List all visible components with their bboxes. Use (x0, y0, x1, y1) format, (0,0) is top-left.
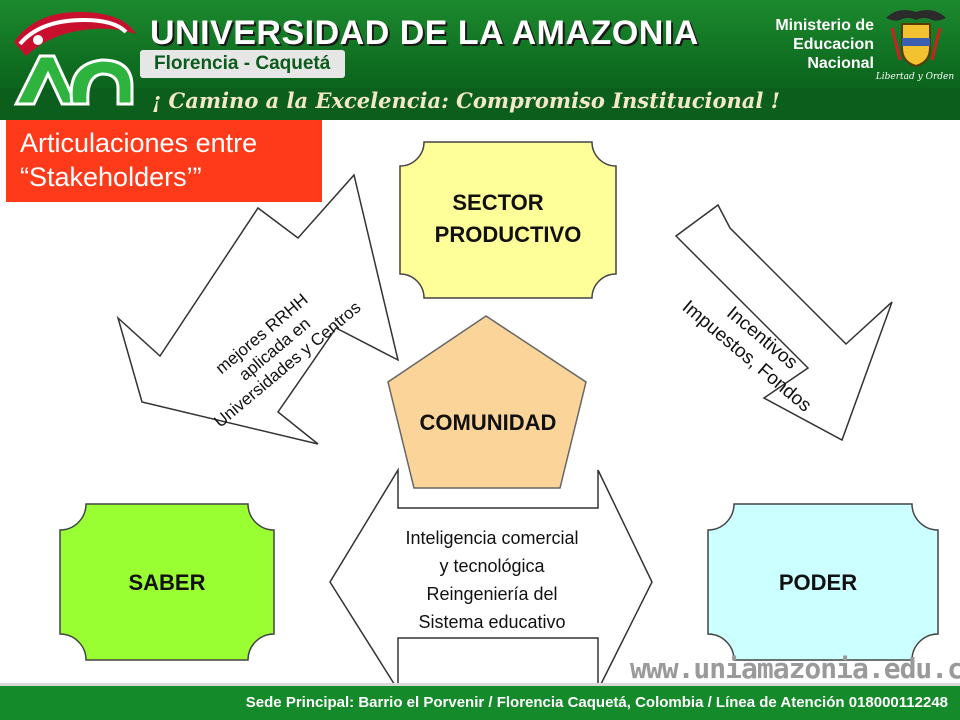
bottom-arrow-line3: Reingeniería del (426, 584, 557, 604)
slide-title-box: Articulaciones entre “Stakeholders’” (6, 120, 322, 202)
coat-of-arms-icon (886, 10, 946, 68)
ministerio-line2: Educacion Nacional (793, 36, 874, 72)
sector-productivo-box (399, 141, 617, 299)
poder-label: PODER (779, 570, 857, 595)
website-url: www.uniamazonia.edu.co (630, 652, 960, 685)
ministerio-label: Ministerio de Educacion Nacional (744, 16, 874, 73)
university-name: UNIVERSIDAD DE LA AMAZONIA (150, 14, 699, 52)
right-arrow-shape (674, 203, 893, 442)
comunidad-label: COMUNIDAD (420, 410, 557, 435)
sector-label-line1: SECTOR (452, 190, 543, 215)
saber-box (59, 503, 275, 661)
bottom-arrow-text: Inteligencia comercial y tecnológica Rei… (405, 528, 578, 632)
libertad-y-orden: Libertad y Orden (875, 72, 955, 82)
location-text: Florencia - Caquetá (154, 53, 331, 74)
slide-title: Articulaciones entre “Stakeholders’” (20, 126, 257, 194)
location-badge: Florencia - Caquetá (140, 50, 345, 78)
header-banner: UNIVERSIDAD DE LA AMAZONIA Florencia - C… (0, 0, 960, 120)
bottom-arrow-line1: Inteligencia comercial (405, 528, 578, 548)
saber-label: SABER (128, 570, 205, 595)
footer-bar: Sede Principal: Barrio el Porvenir / Flo… (0, 683, 960, 720)
sector-label-line2: PRODUCTIVO (435, 222, 582, 247)
slide-title-line1: Articulaciones entre (20, 128, 258, 158)
bottom-arrow-shape (329, 467, 653, 693)
bottom-arrow-line4: Sistema educativo (418, 612, 565, 632)
comunidad-pentagon (387, 315, 587, 489)
left-arrow-shape (116, 173, 400, 445)
poder-box (707, 503, 939, 661)
bottom-arrow-line2: y tecnológica (439, 556, 545, 576)
uniamazonia-logo (13, 11, 136, 106)
ministerio-line1: Ministerio de (775, 17, 874, 34)
header-stripe (0, 88, 960, 120)
slide-title-line2: “Stakeholders’” (20, 162, 202, 192)
motto: ¡ Camino a la Excelencia: Compromiso Ins… (152, 88, 780, 113)
footer-address: Sede Principal: Barrio el Porvenir / Flo… (245, 694, 948, 711)
